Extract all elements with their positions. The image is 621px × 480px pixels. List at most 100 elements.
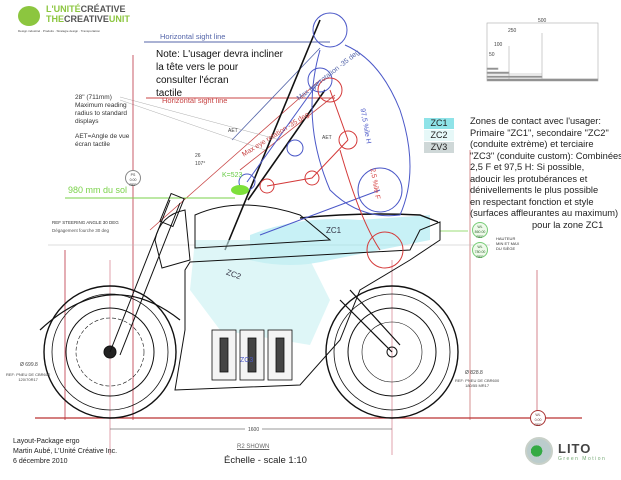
r2-shown-label: R2 SHOWN bbox=[237, 444, 270, 450]
note-line: radius to standard bbox=[75, 110, 128, 117]
title-line: Layout-Package ergo bbox=[13, 438, 80, 445]
stamp-text: REF bbox=[476, 235, 484, 239]
stamp-text: REF bbox=[534, 423, 542, 427]
aet-mark: AET bbox=[228, 128, 238, 134]
note-line: 120/70R17 bbox=[18, 377, 38, 382]
logo-tagline: Design industriel · Produits · Stratégie… bbox=[18, 29, 101, 33]
leader-line bbox=[119, 96, 281, 141]
stamp-text: 860.00 bbox=[474, 230, 486, 234]
note-line: REF: PNEU DE CBR600 bbox=[6, 372, 51, 377]
note-line: la tête vers le pour bbox=[156, 62, 239, 73]
logo-text: THE bbox=[46, 14, 64, 24]
zones-line: (surfaces affleurantes au maximum) bbox=[470, 208, 619, 218]
stamp-text: REF bbox=[476, 255, 484, 259]
note-line: écran tactile bbox=[75, 141, 111, 148]
zones-line: en respectant fonction et style bbox=[470, 196, 594, 207]
zones-line: dénivellements le plus possible bbox=[470, 185, 599, 195]
note-text: Note: L'usager devra incliner la tête ve… bbox=[156, 48, 283, 100]
note-line: MIN ET MAX bbox=[496, 241, 520, 246]
logo-text: UNIT bbox=[108, 14, 130, 24]
note-line: displays bbox=[75, 118, 99, 125]
scale-label: Échelle - scale 1:10 bbox=[224, 455, 307, 466]
wheelbase-label: 1600 bbox=[245, 427, 263, 433]
logo-text: L'UNITÉ bbox=[46, 4, 81, 14]
scale-100: 100 bbox=[494, 42, 503, 48]
aet-mark: AET bbox=[322, 135, 332, 141]
note-line: Maximum reading bbox=[75, 102, 127, 109]
steering-angle-sub: Dégagement fourche 30 deg bbox=[52, 228, 110, 233]
stamp-text: 0.00 bbox=[129, 178, 137, 182]
note-line: HAUTEUR bbox=[496, 236, 516, 241]
rider-975-male bbox=[238, 12, 411, 236]
zones-line: pour la zone ZC1 bbox=[532, 219, 604, 230]
rider-25-female bbox=[259, 77, 404, 269]
logo-text: CRÉATIVE bbox=[80, 4, 126, 14]
title-line: Martin Aubé, L'Unité Créative Inc. bbox=[13, 448, 118, 455]
stamp-text: WL bbox=[477, 245, 483, 249]
zones-line: Zones de contact avec l'usager: bbox=[470, 116, 601, 126]
eye-rotation-line bbox=[239, 94, 336, 171]
zones-line: Primaire "ZC1", secondaire "ZC2" bbox=[470, 127, 609, 138]
title-block: Layout-Package ergo Martin Aubé, L'Unité… bbox=[13, 437, 117, 467]
horizontal-sight-label-red: Horizontal sight line bbox=[162, 96, 228, 105]
angle-label: 26 bbox=[195, 153, 201, 159]
note-line: tactile bbox=[156, 88, 183, 99]
zones-line: "ZC3" (conduite custom): Combinées bbox=[470, 150, 621, 161]
rear-tire-diameter: Ø 828.8 bbox=[465, 370, 483, 376]
front-fork bbox=[109, 192, 191, 356]
stamp-text: REF bbox=[129, 183, 137, 187]
front-tire-diameter: Ø 699.8 bbox=[20, 362, 38, 368]
scale-box bbox=[486, 22, 599, 82]
logo-mark-icon bbox=[18, 6, 40, 26]
title-line: 6 décembre 2010 bbox=[13, 458, 68, 465]
eye-rotation-line bbox=[149, 79, 321, 231]
note-line: 28" (711mm) bbox=[75, 94, 112, 101]
note-line: consulter l'écran bbox=[156, 75, 229, 86]
scale-50: 50 bbox=[489, 52, 495, 58]
note-line: AET=Angle de vue bbox=[75, 133, 130, 140]
stamp-text: 0.00 bbox=[534, 418, 542, 422]
logo-wordmark: L'UNITÉCRÉATIVE THECREATIVEUNIT bbox=[46, 4, 130, 24]
zones-line: 2,5 F et 97,5 H: Si possible, bbox=[470, 162, 585, 172]
zone-zc1-label: ZC1 bbox=[326, 226, 342, 235]
logo-text: CREATIVE bbox=[64, 14, 109, 24]
leader-line bbox=[119, 99, 266, 151]
note-line: DU SIÈGE bbox=[496, 246, 516, 251]
lito-name: LITO bbox=[558, 441, 592, 456]
rear-wheel bbox=[325, 285, 459, 419]
view-angle-line bbox=[224, 19, 321, 251]
eye-rotation-line bbox=[231, 47, 321, 141]
note-line: REF: PNEU DE CBR600 bbox=[455, 378, 500, 383]
stamp-text: PS bbox=[130, 173, 136, 177]
angle-label: 107° bbox=[195, 161, 206, 167]
legend-zv3: ZV3 bbox=[424, 142, 454, 153]
zones-line: adoucir les protubérances et bbox=[470, 173, 588, 184]
legend-zc2: ZC2 bbox=[424, 130, 454, 141]
scale-500: 500 bbox=[538, 18, 547, 24]
horizontal-sight-label-blue: Horizontal sight line bbox=[160, 32, 226, 41]
legend-zc1: ZC1 bbox=[424, 118, 454, 129]
zones-line: (conduite extrème) et terciaire bbox=[470, 139, 594, 149]
scale-250: 250 bbox=[508, 28, 517, 34]
lito-tagline: Green Motion bbox=[558, 456, 607, 462]
k-value-label: K=523 bbox=[222, 172, 243, 179]
battery-pack bbox=[211, 329, 293, 381]
zone-zc3-label: ZC3 bbox=[240, 357, 254, 364]
lito-emblem-icon bbox=[525, 437, 553, 465]
steering-angle-label: REF STEERING ANGLE 30 DEG bbox=[52, 220, 119, 225]
note-line: 180/55 MR17 bbox=[465, 383, 490, 388]
motorcycle-body bbox=[174, 204, 441, 391]
zone-zc2 bbox=[190, 240, 330, 345]
ground-height-label: 980 mm du sol bbox=[68, 185, 128, 195]
note-line: Note: L'usager devra incliner bbox=[156, 49, 283, 60]
